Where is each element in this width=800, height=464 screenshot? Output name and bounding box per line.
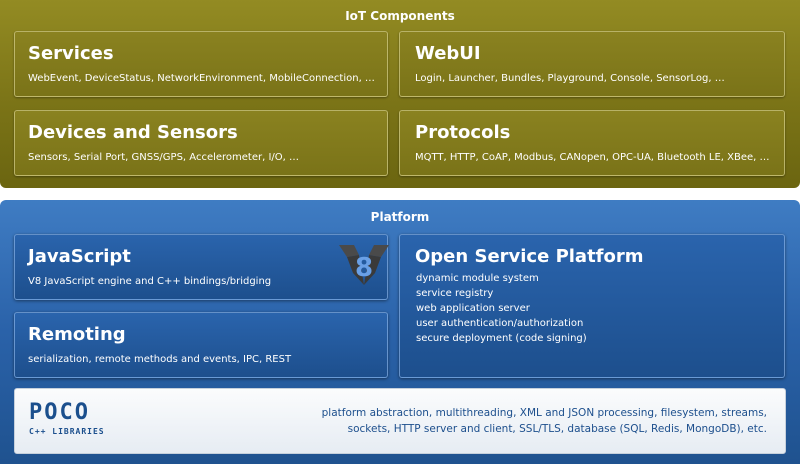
javascript-box: JavaScript V8 JavaScript engine and C++ … [14, 234, 389, 300]
devices-sensors-box: Devices and Sensors Sensors, Serial Port… [14, 110, 388, 176]
osp-box: Open Service Platform dynamic module sys… [399, 234, 785, 378]
osp-title: Open Service Platform [415, 246, 644, 267]
remoting-title: Remoting [28, 324, 126, 345]
iot-components-layer: IoT Components Services WebEvent, Device… [0, 0, 800, 188]
osp-item: web application server [416, 303, 530, 314]
v8-logo-text: 8 [355, 253, 373, 283]
poco-desc-line: sockets, HTTP server and client, SSL/TLS… [347, 423, 767, 435]
protocols-title: Protocols [415, 122, 511, 143]
poco-logo-sub: C++ LIBRARIES [29, 427, 105, 436]
javascript-title: JavaScript [28, 246, 131, 267]
protocols-box: Protocols MQTT, HTTP, CoAP, Modbus, CANo… [399, 110, 785, 176]
poco-libraries-bar: POCO C++ LIBRARIES platform abstraction,… [14, 388, 786, 454]
services-title: Services [28, 43, 114, 64]
remoting-desc: serialization, remote methods and events… [28, 354, 292, 365]
services-desc: WebEvent, DeviceStatus, NetworkEnvironme… [28, 73, 375, 84]
osp-item: user authentication/authorization [416, 318, 584, 329]
javascript-desc: V8 JavaScript engine and C++ bindings/br… [28, 276, 272, 287]
devices-sensors-title: Devices and Sensors [28, 122, 238, 143]
osp-item: dynamic module system [416, 273, 539, 284]
osp-item: secure deployment (code signing) [416, 333, 587, 344]
platform-layer-title: Platform [370, 210, 430, 224]
protocols-desc: MQTT, HTTP, CoAP, Modbus, CANopen, OPC-U… [415, 152, 770, 163]
services-box: Services WebEvent, DeviceStatus, Network… [14, 31, 388, 97]
devices-sensors-desc: Sensors, Serial Port, GNSS/GPS, Accelero… [28, 152, 300, 163]
platform-layer: Platform JavaScript V8 JavaScript engine… [0, 200, 800, 464]
poco-logo-main: POCO [29, 400, 90, 425]
poco-description: platform abstraction, multithreading, XM… [307, 405, 767, 437]
osp-item: service registry [416, 288, 494, 299]
poco-desc-line: platform abstraction, multithreading, XM… [321, 407, 767, 419]
poco-logo: POCO C++ LIBRARIES [29, 400, 119, 437]
v8-logo-icon: 8 [339, 245, 389, 285]
iot-layer-title: IoT Components [345, 9, 455, 23]
osp-feature-list: dynamic module system service registry w… [416, 271, 587, 346]
remoting-box: Remoting serialization, remote methods a… [14, 312, 388, 378]
webui-box: WebUI Login, Launcher, Bundles, Playgrou… [399, 31, 785, 97]
webui-desc: Login, Launcher, Bundles, Playground, Co… [415, 73, 725, 84]
webui-title: WebUI [415, 43, 481, 64]
